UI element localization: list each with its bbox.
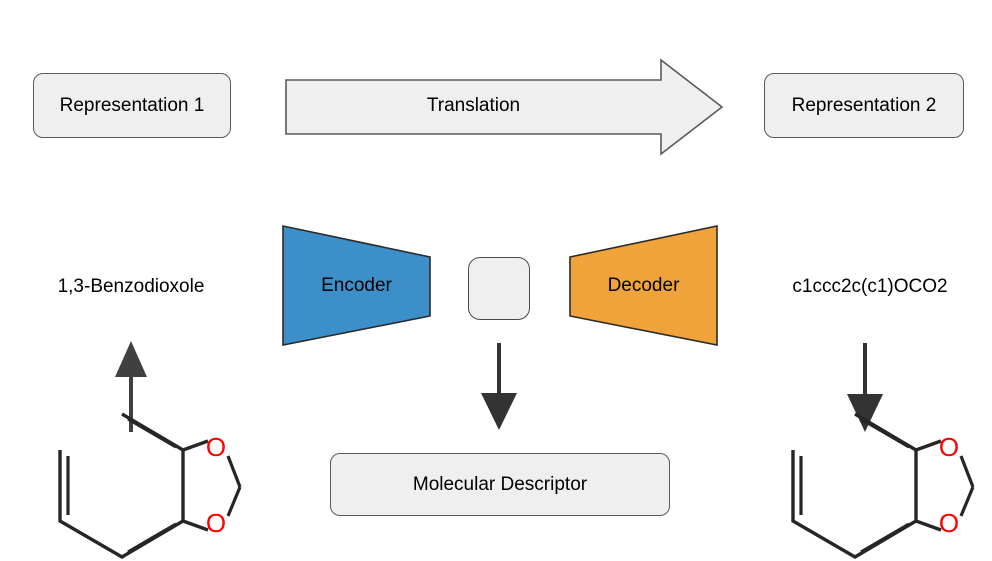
translation-label: Translation	[426, 95, 521, 116]
decoder-label: Decoder	[607, 275, 680, 296]
down-arrow-icon-right	[847, 343, 883, 432]
molecular-descriptor-box[interactable]: Molecular Descriptor	[330, 453, 670, 516]
latent-space-box[interactable]	[468, 257, 530, 320]
translation-arrow-icon[interactable]	[285, 58, 724, 156]
representation-2-label: Representation 2	[791, 94, 937, 116]
molecule-benzodioxole-left: O O	[58, 412, 242, 559]
compound-name-label: 1,3-Benzodioxole	[57, 276, 205, 297]
representation-2-box[interactable]: Representation 2	[764, 73, 964, 138]
decoder-shape[interactable]	[569, 225, 718, 346]
oxygen-atom-label: O	[206, 432, 226, 462]
representation-1-label: Representation 1	[59, 94, 205, 116]
encoder-shape[interactable]	[282, 225, 431, 346]
molecule-benzodioxole-right: O O	[791, 412, 975, 559]
oxygen-atom-label: O	[939, 508, 959, 538]
encoder-label: Encoder	[321, 275, 392, 296]
molecular-descriptor-label: Molecular Descriptor	[412, 473, 588, 495]
oxygen-atom-label: O	[939, 432, 959, 462]
oxygen-atom-label: O	[206, 508, 226, 538]
down-arrow-icon-center	[481, 343, 517, 430]
smiles-string-label: c1ccc2c(c1)OCO2	[792, 276, 948, 297]
representation-1-box[interactable]: Representation 1	[33, 73, 231, 138]
